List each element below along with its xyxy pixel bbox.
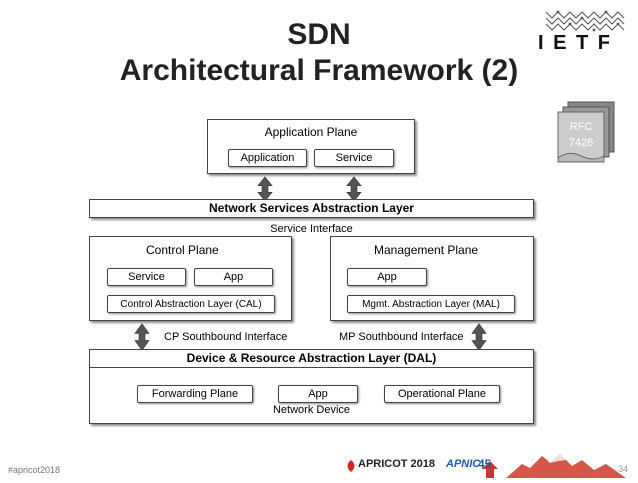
service-interface-label: Service Interface	[270, 223, 353, 235]
network-device-title: Network Device	[272, 404, 351, 416]
forwarding-plane-pill: Forwarding Plane	[137, 385, 253, 403]
footer-hashtag: #apricot2018	[8, 465, 61, 475]
rfc-line1: RFC	[569, 121, 593, 133]
operational-plane-pill: Operational Plane	[384, 385, 500, 403]
nsal-bar: Network Services Abstraction Layer	[89, 199, 534, 218]
service-pill: Service	[314, 149, 394, 167]
nd-app-pill: App	[278, 385, 358, 403]
management-plane-title: Management Plane	[374, 243, 479, 257]
mal-pill: Mgmt. Abstraction Layer (MAL)	[347, 295, 515, 313]
application-plane-title: Application Plane	[264, 125, 358, 139]
cp-service-pill: Service	[107, 268, 186, 286]
dal-bar: Device & Resource Abstraction Layer (DAL…	[89, 349, 534, 368]
ietf-logo	[540, 6, 632, 46]
rfc-line2: 7426	[568, 137, 594, 149]
cal-pill: Control Abstraction Layer (CAL)	[107, 295, 275, 313]
rfc-badge	[552, 100, 622, 164]
rfc-page-stack-icon	[557, 101, 615, 163]
mp-southbound-label: MP Southbound Interface	[339, 331, 464, 343]
mountain-skyline-icon	[482, 454, 626, 478]
application-pill: Application	[228, 149, 307, 167]
app-to-nsal-arrow-right	[346, 176, 362, 202]
apricot-logo-icon	[346, 459, 356, 472]
title-line2: Architectural Framework (2)	[119, 54, 519, 87]
ietf-logo-graphic	[545, 10, 625, 32]
mp-southbound-arrow	[471, 323, 487, 351]
apnic-text: APNIC	[446, 458, 481, 470]
cp-southbound-arrow	[134, 323, 150, 351]
footer-decoration	[336, 452, 626, 478]
title-line1: SDN	[287, 18, 351, 51]
mp-app-pill: App	[347, 268, 427, 286]
app-to-nsal-arrow-left	[257, 176, 273, 202]
apnic-number: 45	[478, 457, 492, 471]
ietf-text: I E T F	[538, 32, 612, 54]
cp-southbound-label: CP Southbound Interface	[164, 331, 288, 343]
cp-app-pill: App	[194, 268, 273, 286]
page-number: 34	[618, 464, 629, 474]
apricot-text: APRICOT 2018	[358, 458, 436, 470]
control-plane-title: Control Plane	[146, 243, 219, 257]
